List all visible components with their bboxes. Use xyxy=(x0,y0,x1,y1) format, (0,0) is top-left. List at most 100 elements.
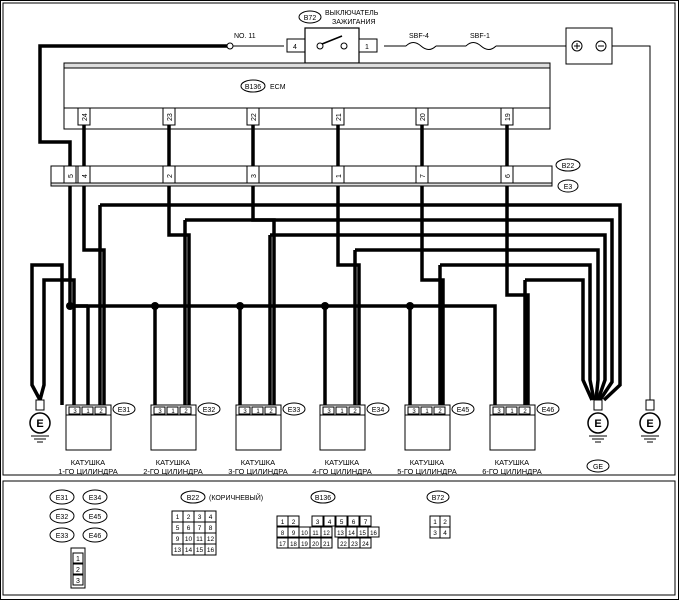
main-frame xyxy=(2,2,676,476)
ground-terminal xyxy=(645,399,655,411)
coil-tag: E33 xyxy=(288,407,301,414)
power-bus xyxy=(70,304,497,405)
legend-coil-tag-oval xyxy=(82,489,108,505)
legend-b72-pin: 2 xyxy=(443,519,447,526)
legend-b22-pin: 15 xyxy=(196,547,204,554)
legend-b136-cell xyxy=(347,515,360,527)
b72-tag-oval xyxy=(298,10,322,24)
coil-label-line1: КАТУШКА xyxy=(325,458,359,467)
coil-pin-box xyxy=(94,406,107,415)
coil-tag: E45 xyxy=(457,407,470,414)
legend-b136-pin: 19 xyxy=(301,542,308,548)
coil-label-line2: 3-ГО ЦИЛИНДРА xyxy=(228,467,287,476)
ecm-label: ECM xyxy=(270,84,286,91)
legend-b136-tag-oval xyxy=(310,490,336,504)
legend-b72-pin: 3 xyxy=(433,530,437,537)
coil-body xyxy=(150,414,197,451)
legend-b136-cell xyxy=(367,526,380,538)
legend-b136-pin: 12 xyxy=(323,531,330,537)
coil-pin-label: 2 xyxy=(184,409,188,415)
coil-tag-oval xyxy=(282,402,306,416)
legend-b136-pin: 7 xyxy=(364,519,368,526)
b22-tag-oval xyxy=(555,158,581,172)
coil-pin-label: 1 xyxy=(171,409,175,415)
legend-b22-pin: 4 xyxy=(209,514,213,521)
coil-label-line2: 4-ГО ЦИЛИНДРА xyxy=(312,467,371,476)
legend-b136-pin: 23 xyxy=(351,542,358,548)
coil-pin-box xyxy=(179,406,192,415)
ecm-box xyxy=(63,62,551,130)
coil-pin-label: 3 xyxy=(73,409,77,415)
coil-label-line2: 1-ГО ЦИЛИНДРА xyxy=(58,467,117,476)
fuse-no11-terminal xyxy=(226,42,234,50)
legend-b136-pin: 14 xyxy=(348,531,355,537)
coil-signal-wire xyxy=(82,186,106,405)
legend-coil-tag-oval xyxy=(49,527,75,543)
legend-b22-pin: 9 xyxy=(176,536,180,543)
coil-signal-wire xyxy=(420,186,445,405)
coil-tag: E31 xyxy=(118,407,131,414)
fuse-sbf4 xyxy=(405,42,437,50)
legend-coil-pin: 1 xyxy=(76,556,80,563)
coil-pin-label: 2 xyxy=(353,409,357,415)
left-ground-wire xyxy=(38,278,76,405)
legend-b22-tag-oval xyxy=(180,490,206,504)
legend-b136-pin: 24 xyxy=(362,542,369,548)
ground-return-wire xyxy=(185,218,614,401)
legend-coil-tag: E34 xyxy=(89,495,102,502)
ground-return-wire xyxy=(270,233,607,401)
legend-b136-pin: 6 xyxy=(352,519,356,526)
coil-body xyxy=(489,414,536,451)
coil-label-line2: 2-ГО ЦИЛИНДРА xyxy=(143,467,202,476)
legend-b22-pin: 1 xyxy=(176,514,180,521)
ground-return-wire xyxy=(440,263,596,401)
legend-b136-pin: 3 xyxy=(316,519,320,526)
coil-pin-box xyxy=(348,406,361,415)
legend-coil-tag-oval xyxy=(49,508,75,524)
ground-return-wire xyxy=(525,278,594,401)
legend-coil-tag-oval xyxy=(82,508,108,524)
coil-label-line1: КАТУШКА xyxy=(71,458,105,467)
coil-pin-box xyxy=(335,406,348,415)
legend-coil-tag: E31 xyxy=(56,495,69,502)
coil-pin-label: 3 xyxy=(158,409,162,415)
coil-pin-label: 2 xyxy=(269,409,273,415)
b136-tag: B136 xyxy=(245,84,261,91)
legend-b72-pin: 1 xyxy=(433,519,437,526)
coil-tag: E32 xyxy=(203,407,216,414)
wire-junction-dot xyxy=(151,302,159,310)
coil-signal-wire xyxy=(336,186,361,405)
ecm-pin-label: 22 xyxy=(251,113,258,121)
legend-b136-pin: 18 xyxy=(290,542,297,548)
ignition-label-line1: ВЫКЛЮЧАТЕЛЬ xyxy=(325,10,379,17)
coil-pin-label: 3 xyxy=(243,409,247,415)
legend-b22-pin: 14 xyxy=(185,547,193,554)
legend-coil-tag: E46 xyxy=(89,533,102,540)
fuse-no11-label: NO. 11 xyxy=(234,33,256,40)
connector-pin-label: 4 xyxy=(82,174,89,178)
legend-b72-cell xyxy=(439,526,451,539)
coil-pin-box xyxy=(505,406,518,415)
legend-b72-tag: B72 xyxy=(432,495,445,502)
legend-b136-pin: 20 xyxy=(312,542,319,548)
coil-pin-label: 3 xyxy=(412,409,416,415)
fuse-sbf1 xyxy=(465,42,497,50)
legend-b136-pin: 21 xyxy=(323,542,330,548)
legend-coil-pin: 2 xyxy=(76,567,80,574)
legend-b22-pin: 3 xyxy=(198,514,202,521)
legend-b22-pin: 16 xyxy=(207,547,215,554)
connector-pin-label: 5 xyxy=(68,174,75,178)
power-supply-line xyxy=(38,44,651,400)
legend-b136-pin: 5 xyxy=(340,519,344,526)
left-ground-wire xyxy=(30,263,64,405)
fuse-sbf1-label: SBF-1 xyxy=(470,33,490,40)
ground-return-wire xyxy=(355,248,600,401)
coil-pin-box xyxy=(68,406,81,415)
legend-b22-note: (КОРИЧНЕВЫЙ) xyxy=(209,493,263,502)
coil-pin-label: 1 xyxy=(256,409,260,415)
coil-pin-box xyxy=(251,406,264,415)
legend-b136-cell xyxy=(287,515,300,527)
